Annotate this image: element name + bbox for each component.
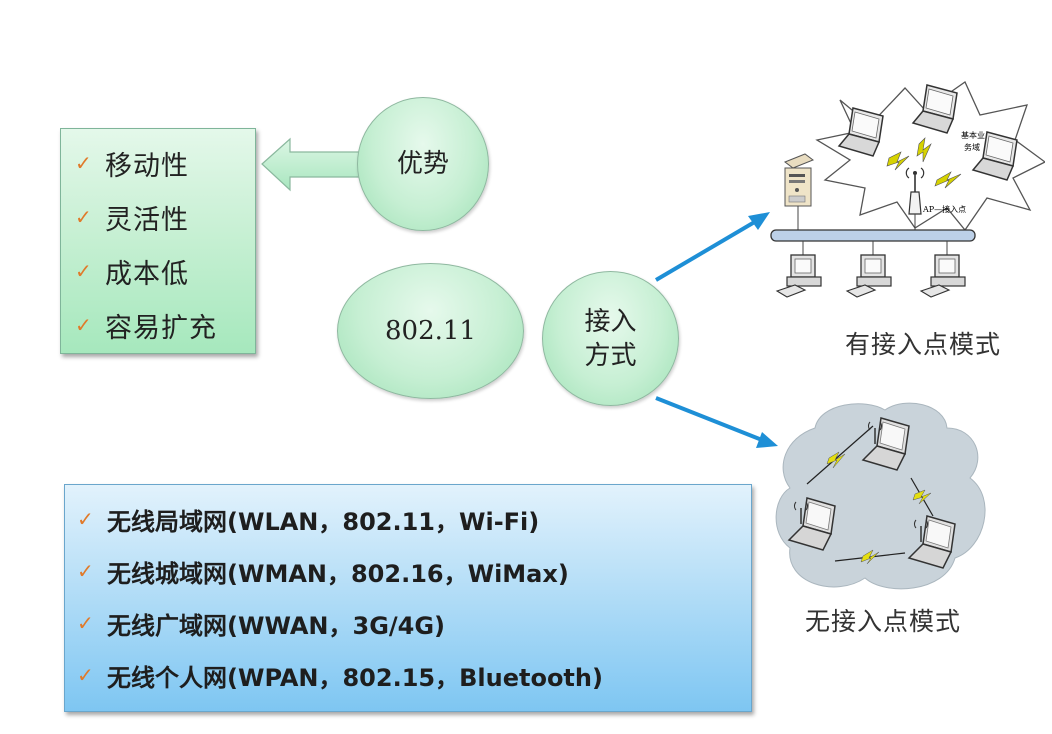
category-item: ✓ 无线城域网(WMAN，802.16，WiMax) [77, 551, 569, 591]
advantage-label: 容易扩充 [105, 312, 217, 344]
advantage-label: 灵活性 [105, 204, 189, 236]
desktop-pc-icon [775, 254, 822, 298]
standard-node: 802.11 [337, 263, 524, 399]
infrastructure-diagram: 基本业 务域 AP—接入点 [770, 81, 1045, 298]
check-icon: ✓ [75, 151, 92, 175]
check-icon: ✓ [77, 663, 94, 687]
laptop-icon [787, 497, 836, 551]
arrow-to-infrastructure [654, 218, 760, 282]
check-icon: ✓ [77, 611, 94, 635]
category-item: ✓ 无线局域网(WLAN，802.11，Wi-Fi) [77, 499, 539, 539]
check-icon: ✓ [77, 559, 94, 583]
check-icon: ✓ [77, 507, 94, 531]
advantages-title: 优势 [396, 149, 449, 179]
arrow-to-adhoc [655, 396, 763, 442]
advantage-item: ✓ 成本低 [75, 251, 189, 291]
laptop-icon [911, 84, 958, 134]
standard-label: 802.11 [385, 316, 476, 346]
laptop-icon [861, 417, 910, 471]
arrowhead-icon [756, 432, 778, 448]
bss-label: 基本业 [961, 130, 985, 140]
server-icon [783, 153, 815, 207]
branch-arrows [654, 212, 778, 448]
access-method-label: 接入 方式 [584, 306, 637, 371]
adhoc-diagram [775, 402, 986, 590]
network-bus [770, 229, 976, 242]
category-label: 无线个人网(WPAN，802.15，Bluetooth) [107, 663, 603, 692]
advantage-label: 移动性 [105, 150, 189, 182]
advantage-item: ✓ 容易扩充 [75, 305, 217, 345]
advantage-item: ✓ 灵活性 [75, 197, 189, 237]
category-item: ✓ 无线广域网(WWAN，3G/4G) [77, 603, 445, 643]
category-item: ✓ 无线个人网(WPAN，802.15，Bluetooth) [77, 655, 603, 695]
access-point-icon [905, 167, 925, 215]
check-icon: ✓ [75, 313, 92, 337]
laptop-icon [907, 515, 956, 569]
category-label: 无线城域网(WMAN，802.16，WiMax) [107, 559, 569, 588]
check-icon: ✓ [75, 205, 92, 229]
category-label: 无线广域网(WWAN，3G/4G) [107, 611, 446, 640]
advantage-item: ✓ 移动性 [75, 143, 189, 183]
ap-label: AP—接入点 [922, 204, 966, 214]
infrastructure-mode-label: 有接入点模式 [845, 330, 1002, 359]
network-categories-box: ✓ 无线局域网(WLAN，802.11，Wi-Fi) ✓ 无线城域网(WMAN，… [64, 484, 752, 712]
desktop-pc-icon [845, 254, 892, 298]
wireless-signal-icon [886, 137, 962, 189]
wireless-signal-icon [826, 451, 932, 565]
desktop-pc-icon [919, 254, 966, 298]
advantages-box: ✓ 移动性 ✓ 灵活性 ✓ 成本低 ✓ 容易扩充 [60, 128, 256, 354]
laptop-icon [837, 107, 884, 157]
access-method-node: 接入 方式 [542, 271, 679, 406]
category-label: 无线局域网(WLAN，802.11，Wi-Fi) [107, 507, 540, 536]
advantages-node: 优势 [357, 97, 489, 231]
advantage-label: 成本低 [105, 258, 189, 290]
check-icon: ✓ [75, 259, 92, 283]
arrowhead-icon [748, 212, 770, 230]
bss-label: 务域 [964, 142, 980, 152]
adhoc-mode-label: 无接入点模式 [805, 607, 962, 636]
laptop-icon [971, 131, 1018, 181]
